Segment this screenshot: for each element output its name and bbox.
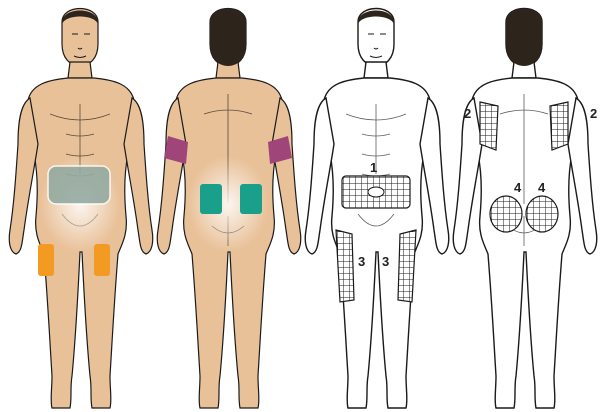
hair	[506, 9, 542, 67]
buttock-grid-right	[526, 196, 558, 232]
zone-label-2-left: 2	[464, 106, 471, 121]
zone-label-1: 1	[370, 160, 377, 175]
figure-2-back	[157, 9, 301, 409]
zone-label-4-right: 4	[538, 180, 546, 195]
zone-label-4-left: 4	[514, 180, 522, 195]
zone-label-2-right: 2	[590, 106, 597, 121]
hair	[210, 9, 246, 67]
buttock-zone-left	[200, 184, 222, 214]
body-outline	[453, 9, 597, 409]
buttock-grid-left	[490, 196, 522, 232]
figure-1-front	[9, 9, 153, 409]
figure-3-front: 1 3 3	[305, 9, 449, 409]
thigh-zone-left	[38, 244, 54, 276]
abdomen-zone	[48, 166, 110, 204]
figure-4-back: 2 2 4 4	[453, 9, 597, 409]
navel	[368, 187, 384, 197]
upper-arm-grid-left	[480, 102, 498, 150]
zone-label-3-right: 3	[382, 254, 389, 269]
buttock-zone-right	[240, 184, 262, 214]
thigh-zone-right	[94, 244, 110, 276]
upper-arm-grid-right	[550, 102, 568, 150]
zone-label-3-left: 3	[358, 254, 365, 269]
thigh-grid-right	[398, 230, 416, 302]
thigh-grid-left	[336, 230, 354, 302]
